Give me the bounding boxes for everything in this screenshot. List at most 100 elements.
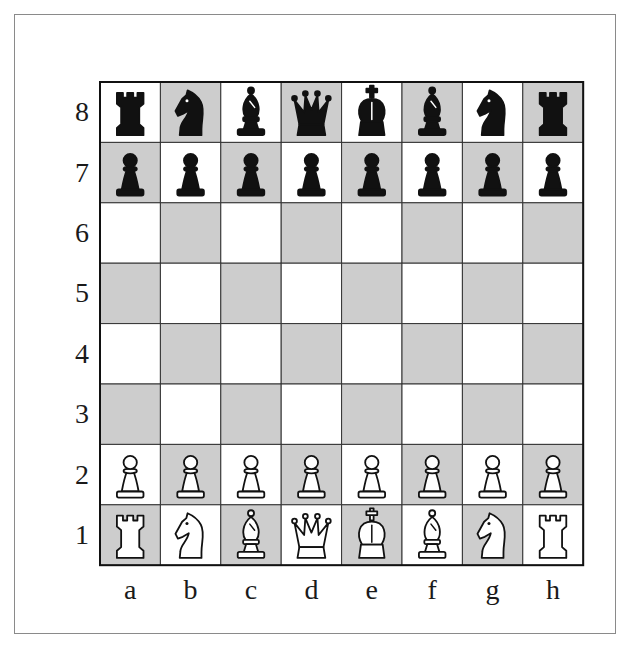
rank-label: 5 bbox=[62, 277, 102, 309]
light-square bbox=[221, 444, 281, 504]
white-pawn bbox=[298, 456, 325, 498]
dark-square bbox=[402, 82, 462, 142]
rank-label: 8 bbox=[62, 96, 102, 128]
black-bishop bbox=[238, 87, 265, 135]
light-square bbox=[462, 203, 522, 263]
file-label: d bbox=[281, 574, 341, 606]
light-square bbox=[402, 263, 462, 323]
light-square bbox=[100, 324, 160, 384]
light-square bbox=[160, 142, 220, 202]
dark-square bbox=[523, 324, 583, 384]
dark-square bbox=[462, 384, 522, 444]
black-bishop bbox=[419, 87, 446, 135]
dark-square bbox=[523, 444, 583, 504]
white-rook bbox=[117, 516, 144, 558]
light-square bbox=[100, 203, 160, 263]
light-square bbox=[221, 324, 281, 384]
light-square bbox=[462, 324, 522, 384]
black-king bbox=[359, 86, 385, 136]
file-label: c bbox=[221, 574, 281, 606]
file-label: h bbox=[523, 574, 583, 606]
black-pawn bbox=[359, 154, 386, 196]
black-rook bbox=[117, 93, 144, 135]
file-label: f bbox=[402, 574, 462, 606]
white-pawn bbox=[419, 456, 446, 498]
dark-square bbox=[462, 142, 522, 202]
light-square bbox=[342, 444, 402, 504]
white-bishop bbox=[419, 510, 446, 558]
dark-square bbox=[160, 82, 220, 142]
dark-square bbox=[281, 324, 341, 384]
light-square bbox=[100, 444, 160, 504]
dark-square bbox=[160, 324, 220, 384]
light-square bbox=[281, 142, 341, 202]
light-square bbox=[160, 263, 220, 323]
dark-square bbox=[100, 263, 160, 323]
light-square bbox=[523, 505, 583, 565]
light-square bbox=[342, 324, 402, 384]
dark-square bbox=[281, 203, 341, 263]
white-knight bbox=[478, 513, 505, 558]
white-king bbox=[359, 508, 385, 558]
white-pawn bbox=[177, 456, 204, 498]
white-pawn bbox=[479, 456, 506, 498]
dark-square bbox=[342, 142, 402, 202]
dark-square bbox=[281, 444, 341, 504]
light-square bbox=[402, 384, 462, 444]
light-square bbox=[281, 263, 341, 323]
rank-label: 3 bbox=[62, 398, 102, 430]
dark-square bbox=[462, 263, 522, 323]
dark-square bbox=[221, 263, 281, 323]
white-bishop bbox=[238, 510, 265, 558]
rank-label: 2 bbox=[62, 459, 102, 491]
board-border bbox=[100, 82, 583, 565]
light-square bbox=[342, 203, 402, 263]
light-square bbox=[281, 505, 341, 565]
light-square bbox=[462, 82, 522, 142]
white-pawn bbox=[117, 456, 144, 498]
black-knight bbox=[176, 90, 203, 135]
black-pawn bbox=[238, 154, 265, 196]
white-rook bbox=[540, 516, 567, 558]
light-square bbox=[402, 142, 462, 202]
rank-label: 7 bbox=[62, 157, 102, 189]
file-label: g bbox=[462, 574, 522, 606]
light-square bbox=[160, 384, 220, 444]
black-pawn bbox=[177, 154, 204, 196]
dark-square bbox=[342, 263, 402, 323]
dark-square bbox=[100, 142, 160, 202]
black-pawn bbox=[298, 154, 325, 196]
dark-square bbox=[160, 203, 220, 263]
dark-square bbox=[100, 384, 160, 444]
file-label: a bbox=[100, 574, 160, 606]
dark-square bbox=[462, 505, 522, 565]
white-pawn bbox=[540, 456, 567, 498]
dark-square bbox=[402, 324, 462, 384]
dark-square bbox=[402, 203, 462, 263]
white-queen bbox=[292, 514, 331, 558]
light-square bbox=[281, 384, 341, 444]
black-pawn bbox=[479, 154, 506, 196]
dark-square bbox=[523, 203, 583, 263]
black-pawn bbox=[419, 154, 446, 196]
black-rook bbox=[540, 93, 567, 135]
white-pawn bbox=[238, 456, 265, 498]
black-knight bbox=[478, 90, 505, 135]
file-label: e bbox=[342, 574, 402, 606]
file-label: b bbox=[160, 574, 220, 606]
dark-square bbox=[100, 505, 160, 565]
black-queen bbox=[292, 91, 331, 135]
light-square bbox=[523, 263, 583, 323]
dark-square bbox=[402, 444, 462, 504]
dark-square bbox=[160, 444, 220, 504]
black-pawn bbox=[117, 154, 144, 196]
light-square bbox=[160, 505, 220, 565]
dark-square bbox=[342, 505, 402, 565]
light-square bbox=[221, 82, 281, 142]
white-pawn bbox=[359, 456, 386, 498]
dark-square bbox=[281, 82, 341, 142]
light-square bbox=[342, 82, 402, 142]
light-square bbox=[221, 203, 281, 263]
dark-square bbox=[221, 505, 281, 565]
